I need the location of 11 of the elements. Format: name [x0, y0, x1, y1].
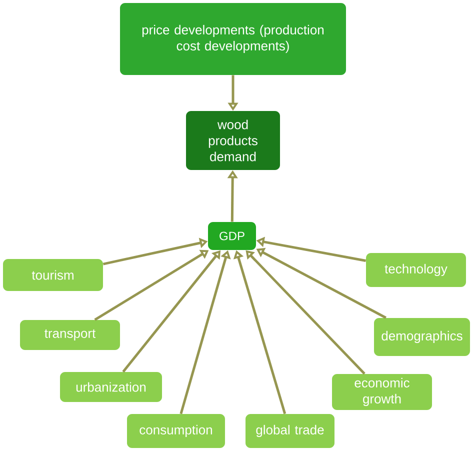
factor-box: tourism	[3, 258, 103, 291]
factor-box: urbanization	[60, 372, 162, 402]
factor-box: technology	[366, 253, 466, 287]
factor-box: transport	[20, 320, 120, 350]
process-box: price developments (production cost developments)	[120, 3, 346, 75]
factor-box: global trade	[246, 414, 334, 448]
factor-box: consumption	[127, 414, 225, 448]
factor-box: economic growth	[332, 374, 432, 410]
process-box: wood products demand	[186, 111, 280, 170]
factor-box: demographics	[374, 318, 470, 356]
process-box: GDP	[208, 222, 256, 250]
